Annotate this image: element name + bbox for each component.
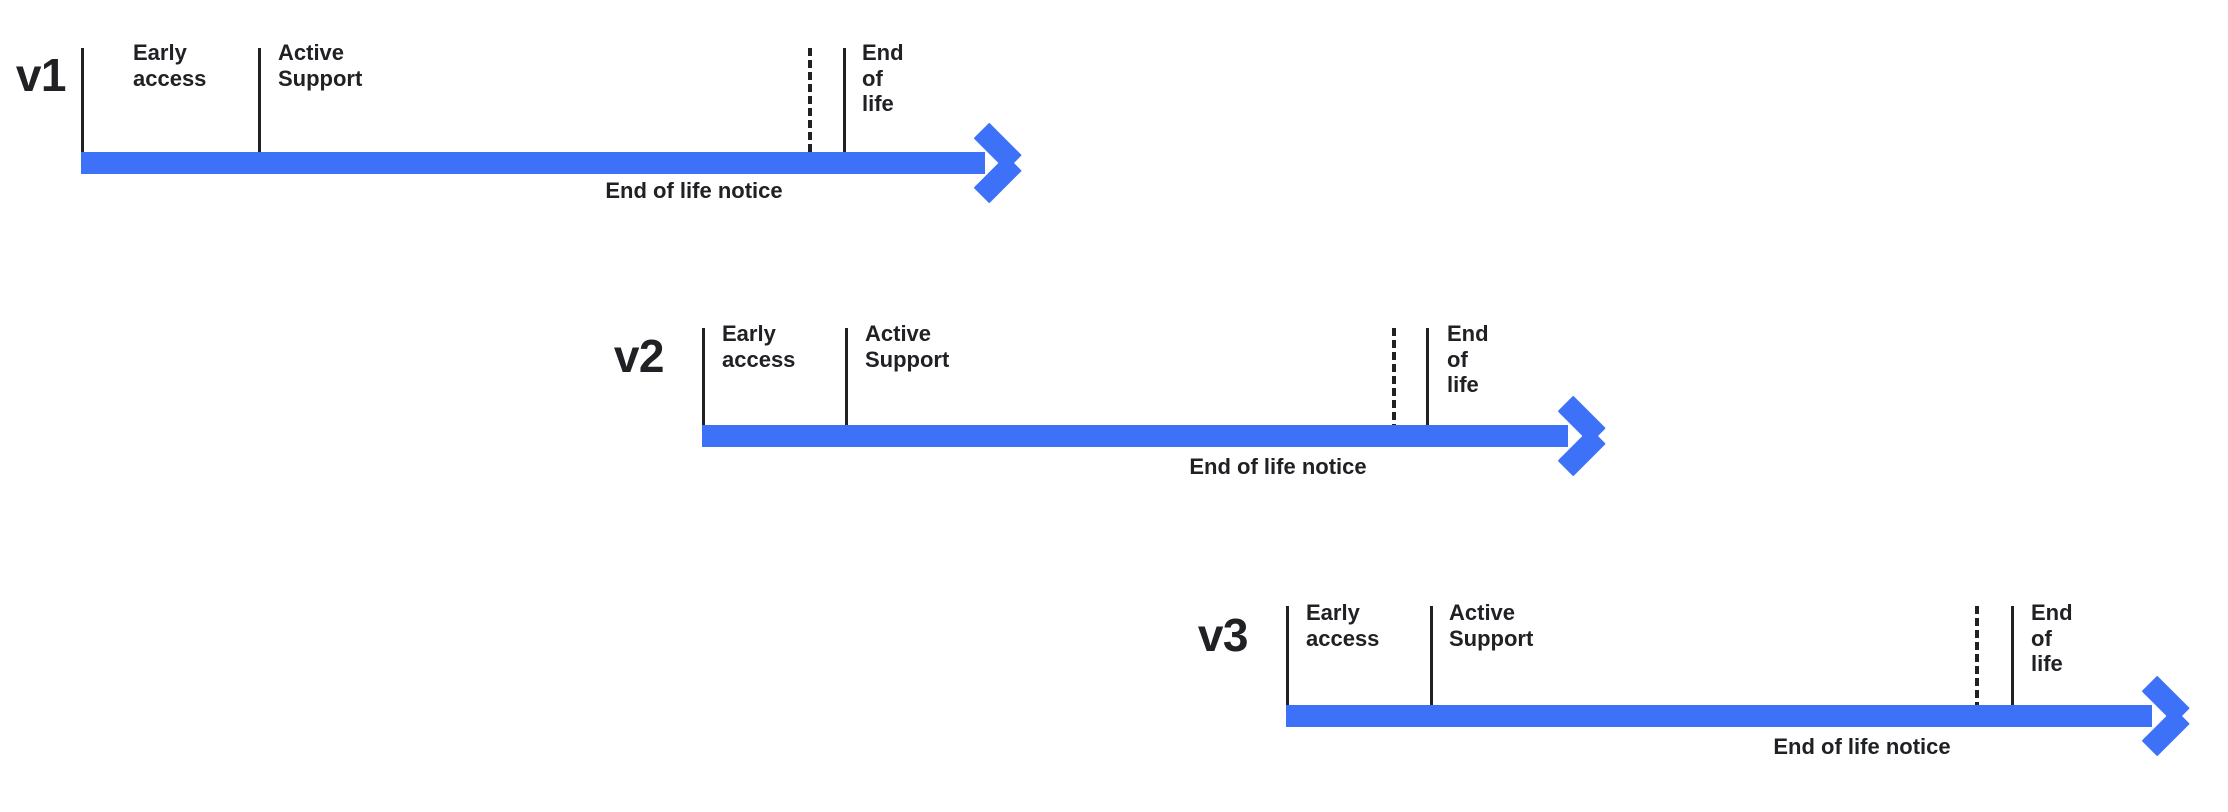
tick-end-of-life-start-v3 — [2011, 606, 2014, 710]
timeline-arrow-bar-v3 — [1286, 705, 2152, 727]
tick-end-of-life-notice-v3 — [1975, 606, 1979, 710]
tick-early-access-start-v2 — [702, 328, 705, 432]
end-of-life-notice-label-v2: End of life notice — [1189, 454, 1367, 479]
phase-label-active-support-v2: Active Support — [865, 321, 950, 372]
tick-end-of-life-start-v1 — [843, 48, 846, 152]
phase-label-active-support-v1: Active Support — [278, 40, 363, 91]
tick-end-of-life-notice-v1 — [808, 48, 812, 152]
phase-label-end-of-life-v1: End of life — [862, 40, 904, 117]
version-label-v2: v2 — [613, 330, 665, 382]
tick-active-support-start-v3 — [1430, 606, 1433, 710]
version-label-v3: v3 — [1197, 609, 1249, 661]
end-of-life-notice-label-v1: End of life notice — [605, 178, 783, 203]
tick-active-support-start-v1 — [258, 48, 261, 152]
phase-label-end-of-life-v2: End of life — [1447, 321, 1489, 398]
tick-early-access-start-v1 — [81, 48, 84, 152]
version-label-v1: v1 — [15, 49, 67, 101]
end-of-life-notice-label-v3: End of life notice — [1773, 734, 1951, 759]
tick-end-of-life-start-v2 — [1426, 328, 1429, 432]
phase-label-end-of-life-v3: End of life — [2031, 600, 2073, 677]
phase-label-early-access-v1: Early access — [133, 40, 207, 91]
tick-active-support-start-v2 — [845, 328, 848, 432]
tick-end-of-life-notice-v2 — [1392, 328, 1396, 432]
timeline-arrow-bar-v1 — [81, 152, 985, 174]
tick-early-access-start-v3 — [1286, 606, 1289, 710]
phase-label-active-support-v3: Active Support — [1449, 600, 1534, 651]
phase-label-early-access-v2: Early access — [722, 321, 796, 372]
phase-label-early-access-v3: Early access — [1306, 600, 1380, 651]
timeline-arrow-bar-v2 — [702, 425, 1568, 447]
